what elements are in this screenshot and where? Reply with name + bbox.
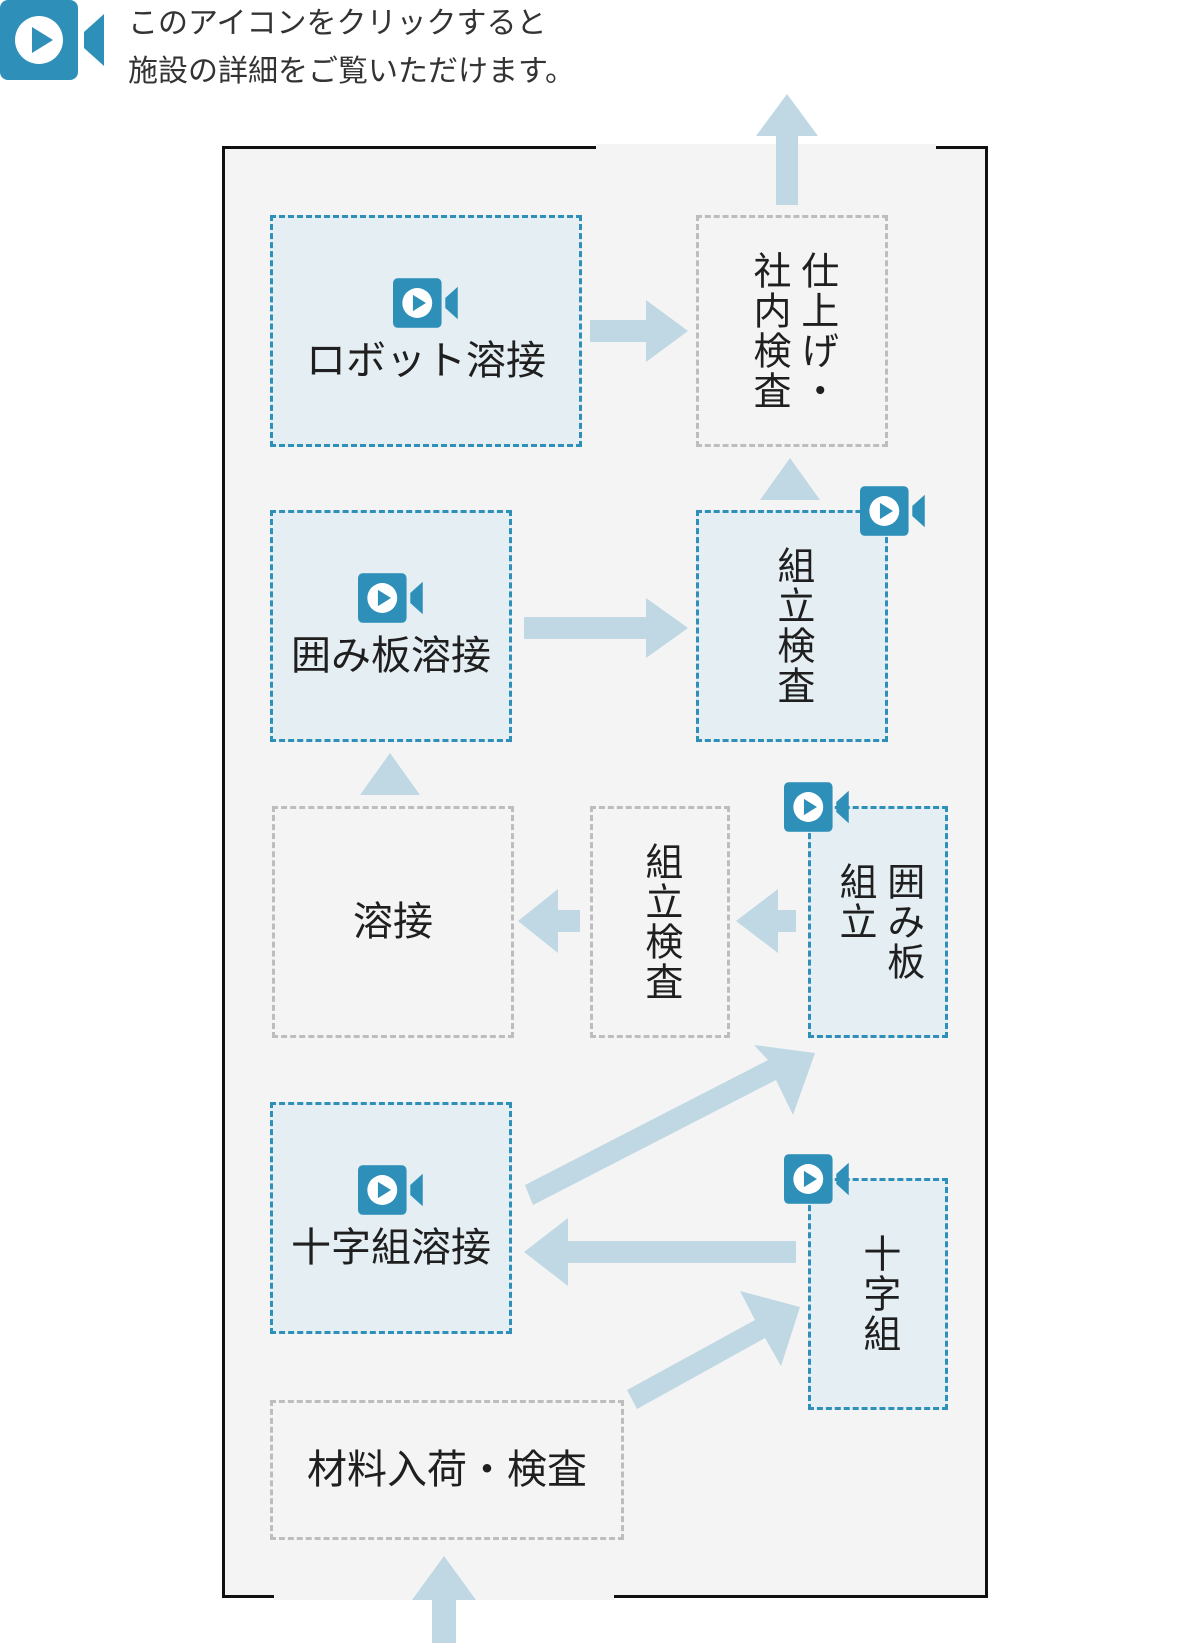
- process-label: 組立検査: [770, 546, 815, 706]
- process-welding: 溶接: [272, 806, 514, 1038]
- floor-entrance-opening: [274, 1592, 614, 1600]
- process-label-line-2: 社内検査: [747, 251, 791, 411]
- video-camera-icon[interactable]: [358, 573, 424, 623]
- process-label: 溶接: [353, 899, 433, 945]
- process-panel-welding[interactable]: 囲み板溶接: [270, 510, 512, 742]
- process-assembly-inspection-upper[interactable]: 組立検査: [696, 510, 888, 742]
- process-label-line-1: 囲み板: [880, 862, 925, 982]
- process-panel-assembly[interactable]: 囲み板 組立: [808, 806, 948, 1038]
- process-assembly-inspection-lower: 組立検査: [590, 806, 730, 1038]
- video-camera-icon[interactable]: [393, 278, 459, 328]
- video-camera-icon[interactable]: [358, 1165, 424, 1215]
- process-label-line-2: 組立: [833, 862, 877, 942]
- process-label: 十字組: [856, 1234, 901, 1354]
- video-camera-icon[interactable]: [784, 1154, 850, 1204]
- process-material-receiving: 材料入荷・検査: [270, 1400, 624, 1540]
- process-label: 材料入荷・検査: [307, 1447, 587, 1493]
- video-camera-icon[interactable]: [784, 782, 850, 832]
- legend-line-2: 施設の詳細をご覧いただけます。: [128, 54, 575, 89]
- floor-exit-opening: [596, 144, 936, 152]
- process-robot-welding[interactable]: ロボット溶接: [270, 215, 582, 447]
- process-label: ロボット溶接: [306, 338, 546, 384]
- video-camera-icon: [0, 0, 106, 80]
- process-cross-welding[interactable]: 十字組溶接: [270, 1102, 512, 1334]
- process-label: 十字組溶接: [291, 1225, 491, 1271]
- process-label: 組立検査: [638, 842, 683, 1002]
- process-finishing-inspection: 仕上げ・ 社内検査: [696, 215, 888, 447]
- process-cross-assembly[interactable]: 十字組: [808, 1178, 948, 1410]
- legend-text: このアイコンをクリックすると 施設の詳細をご覧いただけます。: [128, 0, 575, 96]
- video-camera-icon[interactable]: [860, 486, 926, 536]
- legend-line-1: このアイコンをクリックすると: [128, 6, 547, 41]
- process-label-line-1: 仕上げ・: [794, 251, 839, 411]
- process-label: 囲み板溶接: [291, 633, 491, 679]
